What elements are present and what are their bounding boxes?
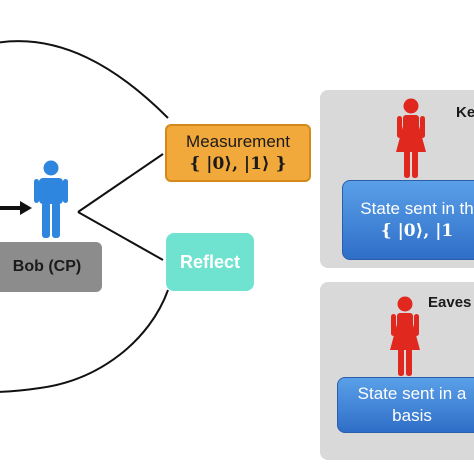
measurement-node: Measurement { |0⟩, |1⟩ } (165, 124, 311, 182)
bob-node: Bob (CP) (0, 242, 102, 292)
key-state-box: State sent in th { |0⟩, |1 (342, 180, 474, 260)
measurement-basis: { |0⟩, |1⟩ } (189, 154, 287, 174)
key-state-line1: State sent in th (360, 199, 474, 218)
eavesdrop-state-line1: State sent in a (357, 384, 467, 403)
eavesdrop-panel-title: Eaves (428, 294, 472, 311)
bottom-loop-arc (0, 289, 169, 393)
measurement-label: Measurement (186, 132, 290, 151)
person-icon-key (396, 98, 426, 178)
key-panel-title: Ke (456, 104, 474, 121)
eavesdrop-state-line2: basis (392, 406, 432, 425)
top-loop-arc (0, 40, 169, 119)
incoming-arrowhead (20, 201, 32, 215)
key-state-line2: { |0⟩, |1 (380, 221, 454, 241)
eavesdrop-state-box: State sent in a basis (337, 377, 474, 433)
person-icon-bob (34, 160, 68, 238)
person-icon-eaves (390, 296, 420, 376)
reflect-label: Reflect (179, 251, 241, 272)
bob-label: Bob (CP) (12, 258, 82, 275)
fork-to-measurement (77, 153, 164, 213)
reflect-node: Reflect (166, 233, 254, 291)
fork-to-reflect (77, 211, 164, 261)
